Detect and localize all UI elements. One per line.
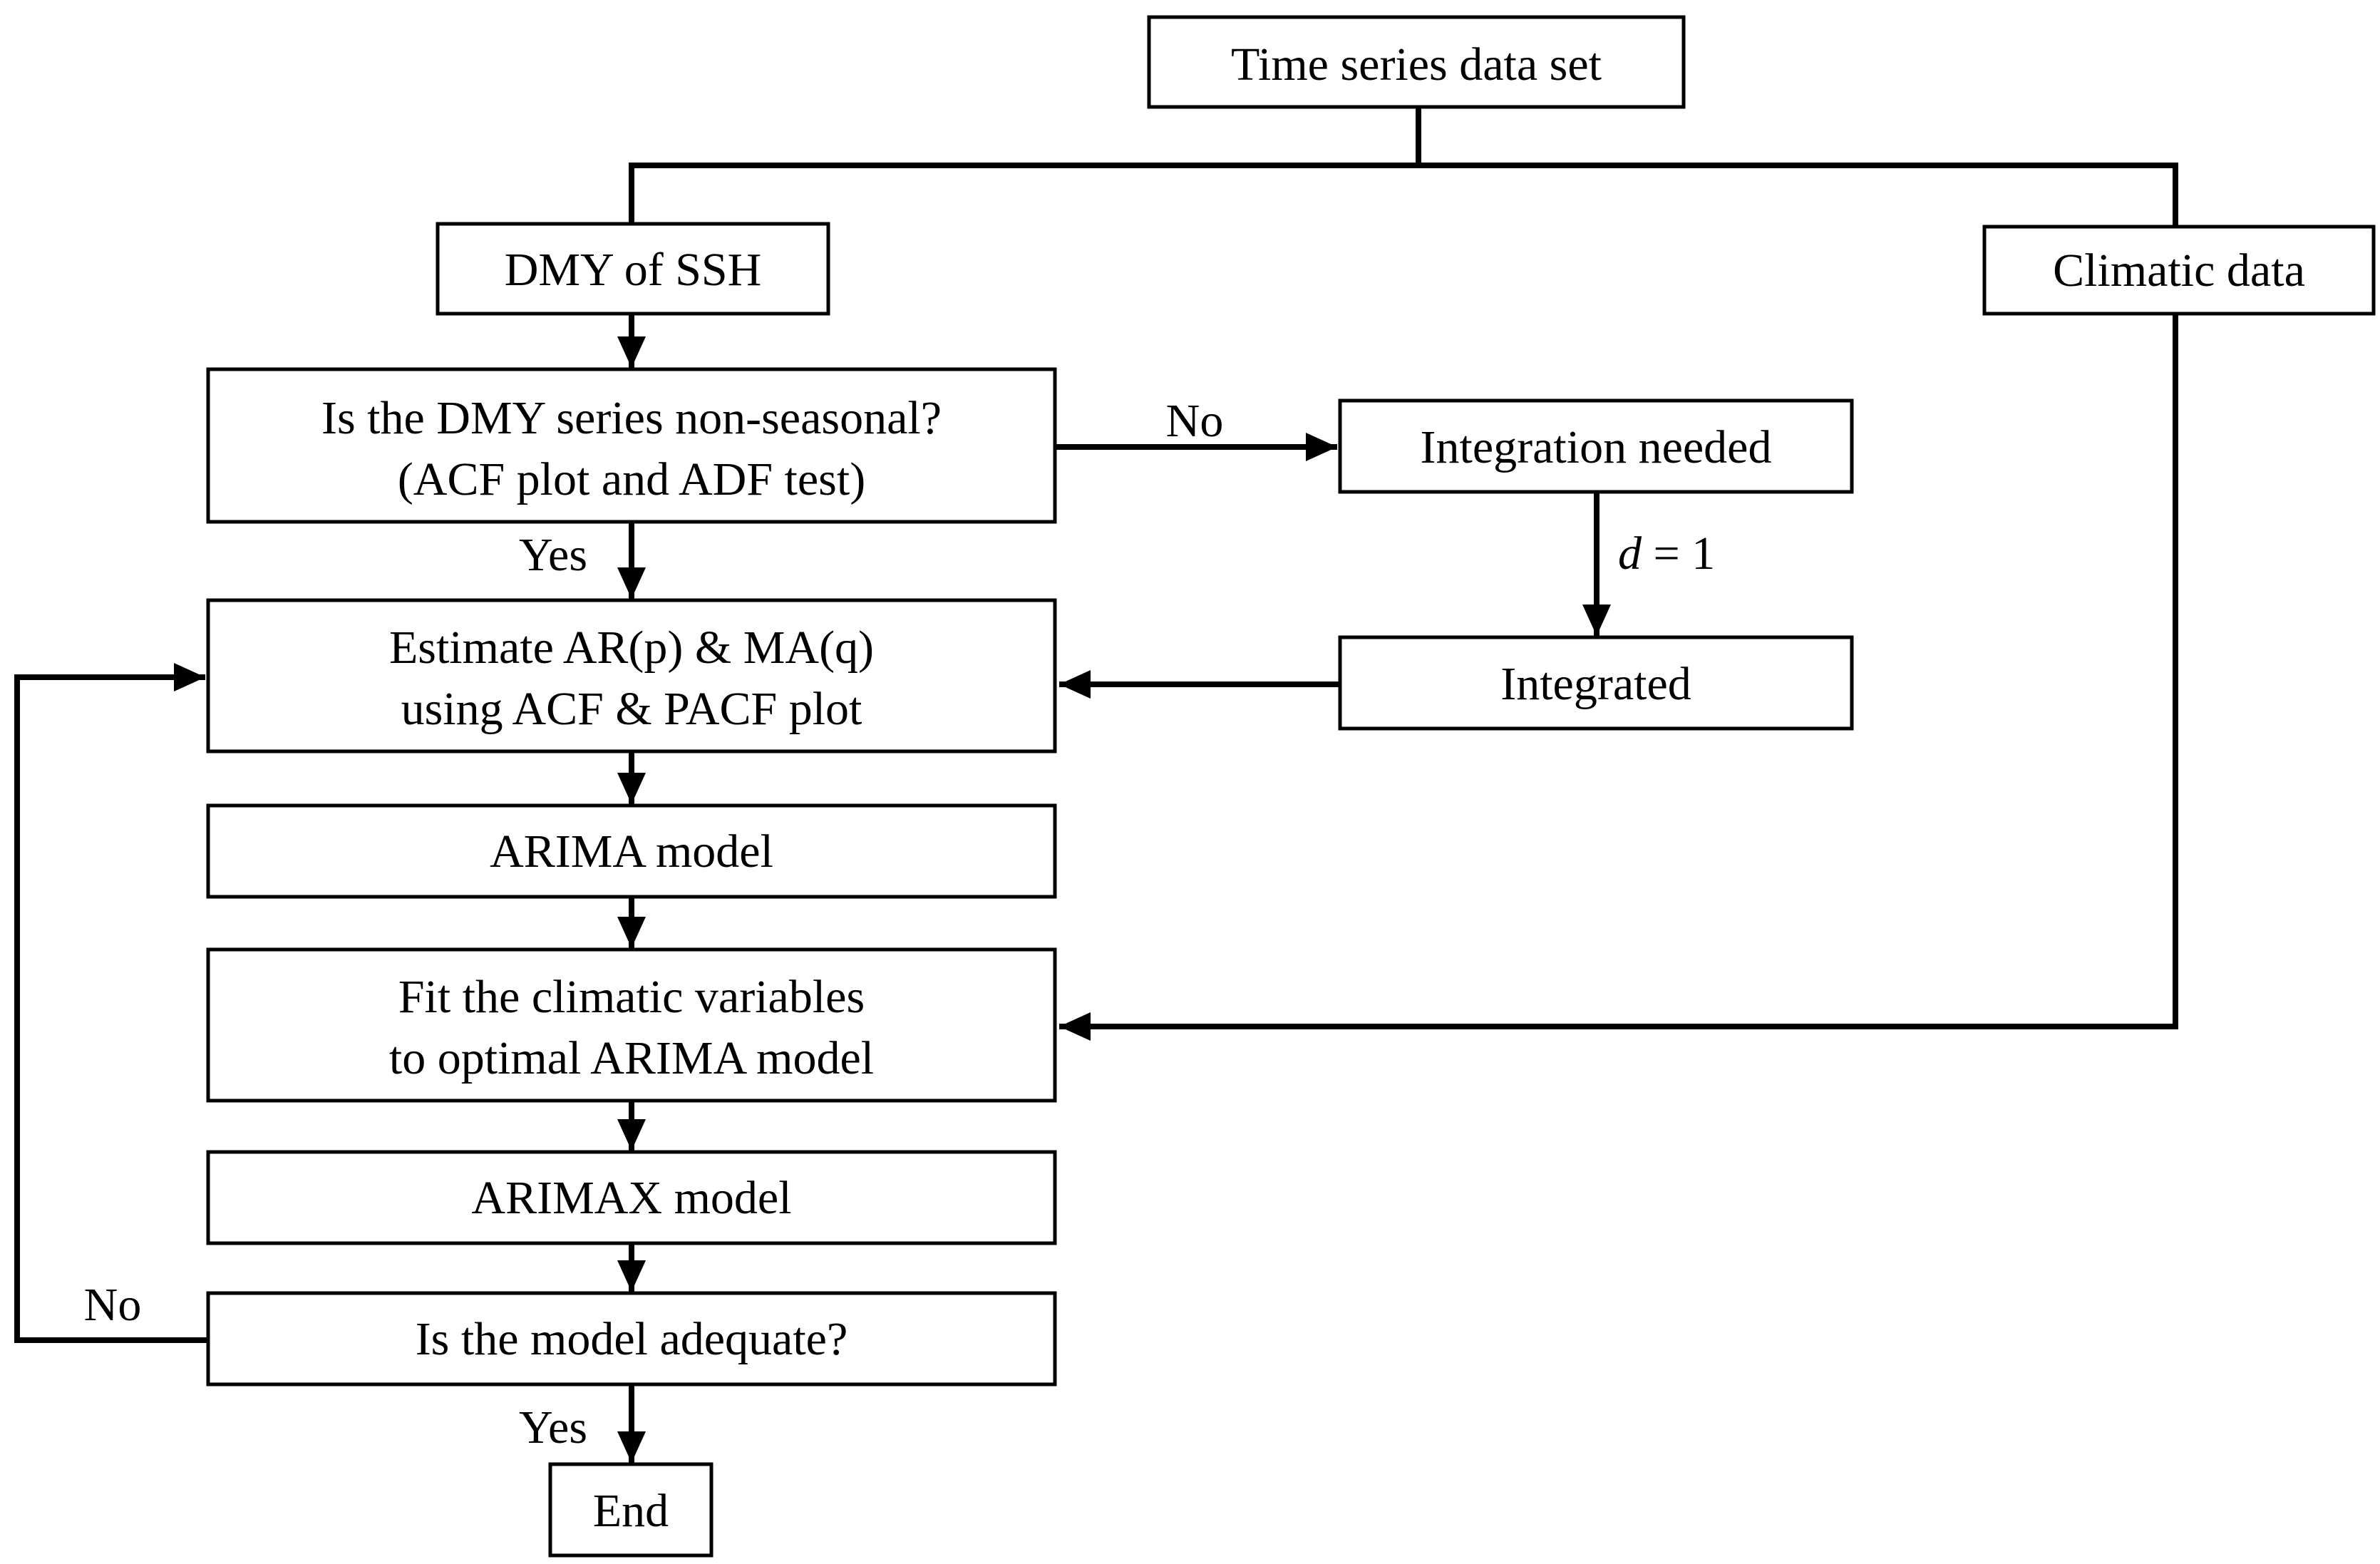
node-estimate: Estimate AR(p) & MA(q) using ACF & PACF … xyxy=(206,598,1057,753)
node-integrated: Integrated xyxy=(1338,635,1854,731)
node-fit: Fit the climatic variables to optimal AR… xyxy=(206,947,1057,1103)
label-d-eq: = 1 xyxy=(1642,528,1715,580)
edge-adequate-loop-back xyxy=(14,663,208,1343)
node-climatic: Climatic data xyxy=(1982,225,2376,316)
node-arima: ARIMA model xyxy=(206,803,1057,899)
label-d-var: d xyxy=(1618,528,1642,580)
label-d-equals-one: d = 1 xyxy=(1618,528,1715,580)
node-dmy: DMY of SSH xyxy=(436,222,830,316)
node-adequate: Is the model adequate? xyxy=(206,1291,1057,1386)
node-adequate-label: Is the model adequate? xyxy=(416,1313,848,1365)
node-arima-label: ARIMA model xyxy=(490,825,773,878)
node-nonseasonal-line2: (ACF plot and ADF test) xyxy=(398,453,865,505)
node-integration-needed: Integration needed xyxy=(1338,398,1854,494)
connectors xyxy=(14,104,2178,1463)
node-end-label: End xyxy=(593,1485,669,1537)
node-time-series: Time series data set xyxy=(1147,15,1686,109)
node-fit-line2: to optimal ARIMA model xyxy=(389,1032,874,1084)
edge-climatic-to-fit xyxy=(1059,314,2178,1041)
node-nonseasonal-line1: Is the DMY series non-seasonal? xyxy=(321,392,942,444)
node-estimate-line2: using ACF & PACF plot xyxy=(401,683,862,735)
node-time-series-label: Time series data set xyxy=(1231,38,1602,91)
node-arimax-label: ARIMAX model xyxy=(471,1172,791,1224)
node-integrated-label: Integrated xyxy=(1500,658,1691,710)
node-estimate-line1: Estimate AR(p) & MA(q) xyxy=(389,622,874,674)
label-no-loop: No xyxy=(84,1279,142,1331)
node-end: End xyxy=(548,1462,714,1558)
label-yes-estimate: Yes xyxy=(519,529,587,581)
node-nonseasonal: Is the DMY series non-seasonal? (ACF plo… xyxy=(206,367,1057,524)
node-climatic-label: Climatic data xyxy=(2053,245,2305,297)
edge-top-bus xyxy=(629,163,2178,227)
node-fit-line1: Fit the climatic variables xyxy=(398,971,865,1023)
label-no-integration: No xyxy=(1166,395,1224,447)
node-dmy-label: DMY of SSH xyxy=(505,244,762,296)
node-arimax: ARIMAX model xyxy=(206,1150,1057,1245)
node-integration-needed-label: Integration needed xyxy=(1421,421,1772,473)
label-yes-end: Yes xyxy=(519,1401,587,1454)
